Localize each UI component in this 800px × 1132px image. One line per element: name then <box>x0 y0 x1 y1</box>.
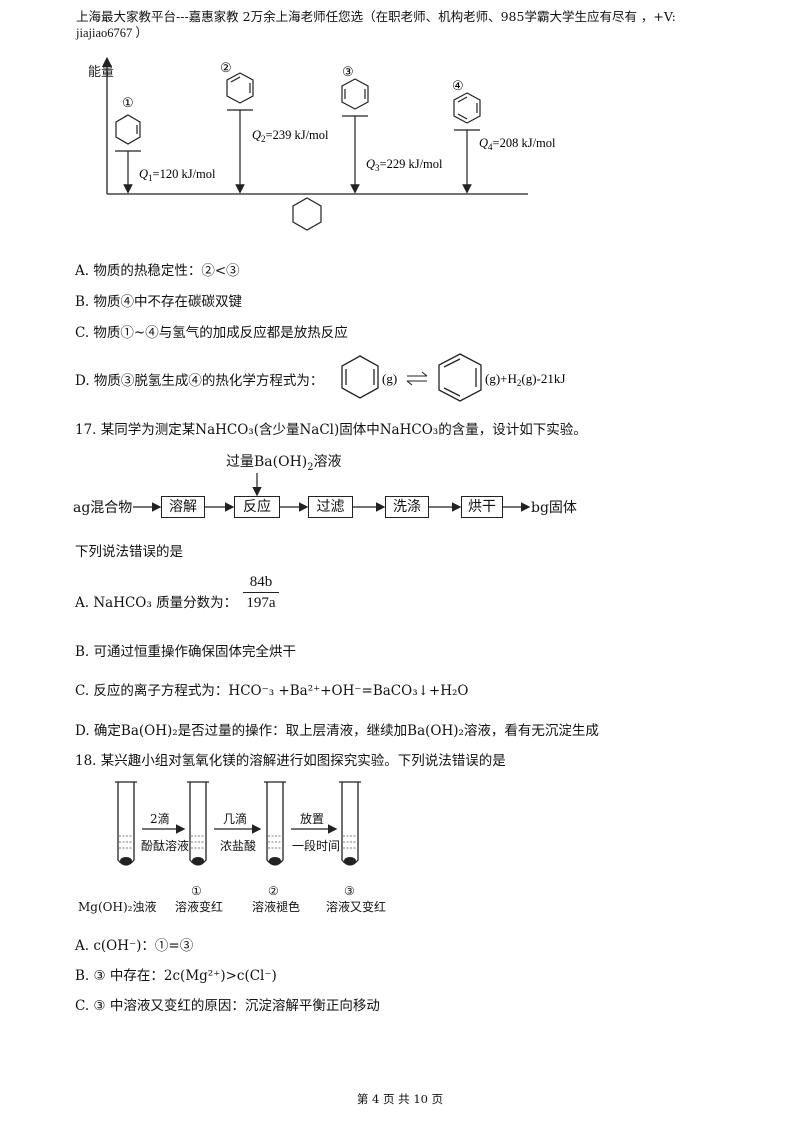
q17-option-a-prefix: A. NaHCO₃ 质量分数为： <box>75 595 238 611</box>
tube-label-3: 溶液又变红 <box>326 900 387 914</box>
q17-option-a[interactable]: A. NaHCO₃ 质量分数为： <box>75 594 237 612</box>
q17-option-d[interactable]: D. 确定Ba(OH)₂是否过量的操作：取上层清液，继续加Ba(OH)₂溶液，看… <box>75 723 599 739</box>
q17-question: 下列说法错误的是 <box>75 544 183 560</box>
q16-option-b[interactable]: B. 物质④中不存在碳碳双键 <box>75 294 243 310</box>
arrow-top-label-1: 2滴 <box>150 812 170 826</box>
page-footer: 第 4 页 共 10 页 <box>356 1092 444 1106</box>
tube-label-2: 溶液褪色 <box>252 900 301 914</box>
molecule-2-cyclohexadiene-icon <box>226 72 254 111</box>
q18-option-a[interactable]: A. c(OH⁻)：①=③ <box>75 938 194 954</box>
arrow-top-label-3: 放置 <box>300 812 325 826</box>
molecule-3-cyclohexadiene-icon <box>341 78 369 117</box>
test-tube-diagram <box>115 781 361 866</box>
q4-label: Q4=208 kJ/mol <box>479 136 556 152</box>
arrow-top-label-2: 几滴 <box>223 812 248 826</box>
flow-step-dry: 烘干 <box>461 496 503 518</box>
q16-option-c[interactable]: C. 物质①~④与氢气的加成反应都是放热反应 <box>75 325 348 341</box>
flowchart-arrows <box>133 473 531 512</box>
equilibrium-arrow-icon <box>406 371 428 386</box>
header-line-2: jiajiao6767 ） <box>76 26 148 40</box>
q17-option-c[interactable]: C. 反应的离子方程式为：HCO⁻₃ +Ba²⁺+OH⁻=BaCO₃↓+H₂O <box>75 683 469 699</box>
arrow-bottom-label-1: 酚酞溶液 <box>141 839 190 853</box>
flow-end-label: bg固体 <box>531 500 577 516</box>
y-axis-label: 能量 <box>88 64 114 79</box>
test-tube-2-icon <box>264 781 286 866</box>
marker-4: ④ <box>452 78 464 93</box>
flow-step-filter: 过滤 <box>308 496 353 518</box>
q18-stem: 18. 某兴趣小组对氢氧化镁的溶解进行如图探究实验。下列说法错误的是 <box>75 753 506 769</box>
arrow-bottom-label-3: 一段时间 <box>292 839 341 853</box>
q3-label: Q3=229 kJ/mol <box>366 157 443 173</box>
test-tube-0-icon <box>115 781 137 866</box>
header-line-1: 上海最大家教平台---嘉惠家教 2万余上海老师任您选（在职老师、机构老师、985… <box>76 9 676 24</box>
g-label-1: (g) <box>382 371 397 386</box>
equation-benzene-icon <box>438 353 482 402</box>
arrow-bottom-label-2: 浓盐酸 <box>220 839 257 853</box>
marker-3: ③ <box>342 64 354 79</box>
flow-step-react: 反应 <box>234 496 280 518</box>
tube-marker-2: ② <box>268 884 279 898</box>
q18-option-c[interactable]: C. ③ 中溶液又变红的原因：沉淀溶解平衡正向移动 <box>75 998 380 1014</box>
cyclohexane-icon <box>292 197 322 231</box>
q16-option-a[interactable]: A. 物质的热稳定性：②<③ <box>75 263 240 279</box>
energy-diagram: 能量 ① ② ③ ④ Q1=120 kJ/mol Q2=239 kJ/mol Q… <box>88 56 556 231</box>
marker-1: ① <box>122 95 134 110</box>
tube-marker-1: ① <box>191 884 202 898</box>
q17-option-b[interactable]: B. 可通过恒重操作确保固体完全烘干 <box>75 644 297 660</box>
flow-step-dissolve: 溶解 <box>161 496 205 518</box>
q16-option-d[interactable]: D. 物质③脱氢生成④的热化学方程式为： <box>75 372 323 390</box>
molecule-4-benzene-icon <box>453 92 481 131</box>
equation-cyclohexadiene-icon <box>341 355 379 399</box>
q18-option-b[interactable]: B. ③ 中存在：2c(Mg²⁺)>c(Cl⁻) <box>75 968 277 984</box>
flow-start-label: ag混合物 <box>73 500 133 516</box>
marker-2: ② <box>220 60 232 75</box>
flow-reagent-label: 过量Ba(OH)2溶液 <box>226 454 342 473</box>
tube-marker-3: ③ <box>344 884 355 898</box>
fraction-denominator: 197a <box>246 595 276 611</box>
q16-option-d-prefix: D. 物质③脱氢生成④的热化学方程式为： <box>75 373 324 389</box>
q17-stem: 17. 某同学为测定某NaHCO₃(含少量NaCl)固体中NaHCO₃的含量，设… <box>75 422 587 438</box>
test-tube-3-icon <box>339 781 361 866</box>
equation-tail: (g)+H2(g)-21kJ <box>485 371 565 388</box>
tube-label-1: 溶液变红 <box>175 900 224 914</box>
fraction-numerator: 84b <box>249 574 273 590</box>
fraction-bar <box>243 592 279 593</box>
q16-option-d-equation: (g) (g)+H2(g)-21kJ <box>341 353 565 402</box>
q2-label: Q2=239 kJ/mol <box>252 128 329 144</box>
q1-label: Q1=120 kJ/mol <box>139 167 216 183</box>
flow-step-wash: 洗涤 <box>385 496 429 518</box>
molecule-1-cyclohexene-icon <box>115 114 141 152</box>
tube-label-0: Mg(OH)₂浊液 <box>78 900 157 914</box>
test-tube-1-icon <box>187 781 209 866</box>
